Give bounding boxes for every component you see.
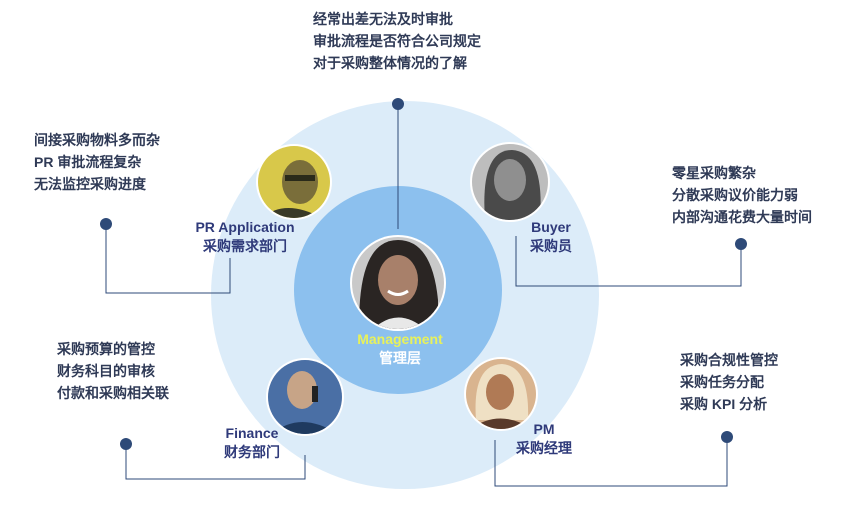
pm-issues: 采购合规性管控 采购任务分配 采购 KPI 分析 — [680, 349, 778, 415]
issue-item: 采购任务分配 — [680, 374, 764, 390]
buyer-issues: 零星采购繁杂 分散采购议价能力弱 内部沟通花费大量时间 — [672, 162, 812, 228]
connector-dot-management — [392, 98, 404, 110]
issue-item: 分散采购议价能力弱 — [672, 187, 798, 203]
management-label-en: Management — [357, 331, 443, 347]
issue-item: PR 审批流程复杂 — [34, 154, 142, 170]
issue-item: 付款和采购相关联 — [57, 385, 169, 401]
connector-dot-pm — [721, 431, 733, 443]
issue-item: 采购 KPI 分析 — [680, 396, 768, 412]
issue-item: 财务科目的审核 — [57, 363, 155, 379]
role-label-en: Buyer — [531, 219, 571, 235]
connector-pm — [494, 437, 728, 487]
pr-issues: 间接采购物料多而杂 PR 审批流程复杂 无法监控采购进度 — [34, 129, 160, 195]
management-avatar — [350, 235, 446, 331]
connector-dot-finance — [120, 438, 132, 450]
connector-dot-buyer — [735, 238, 747, 250]
role-label-en: PM — [533, 421, 555, 437]
buyer-label: Buyer 采购员 — [518, 218, 584, 256]
pm-label: PM 采购经理 — [507, 420, 581, 458]
issue-item: 审批流程是否符合公司规定 — [313, 33, 481, 49]
finance-issues: 采购预算的管控 财务科目的审核 付款和采购相关联 — [57, 338, 169, 404]
issue-item: 经常出差无法及时审批 — [313, 11, 453, 27]
role-label-zh: 采购员 — [530, 238, 572, 254]
role-label-en: Finance — [225, 425, 279, 441]
finance-label: Finance 财务部门 — [214, 424, 290, 462]
issue-item: 零星采购繁杂 — [672, 165, 756, 181]
management-label-zh: 管理层 — [379, 350, 421, 366]
buyer-avatar — [470, 142, 550, 222]
role-label-en: PR Application — [195, 219, 295, 235]
connector-buyer — [515, 236, 742, 287]
pr-application-avatar — [256, 144, 332, 220]
role-label-zh: 财务部门 — [224, 444, 280, 460]
management-label: Management 管理层 — [340, 330, 460, 368]
pr-application-label: PR Application 采购需求部门 — [185, 218, 305, 256]
management-issues: 经常出差无法及时审批 审批流程是否符合公司规定 对于采购整体情况的了解 — [313, 8, 481, 74]
issue-item: 无法监控采购进度 — [34, 176, 146, 192]
connector-pr — [105, 224, 231, 294]
connector-dot-pr — [100, 218, 112, 230]
role-label-zh: 采购需求部门 — [203, 238, 287, 254]
finance-avatar — [266, 358, 344, 436]
issue-item: 采购预算的管控 — [57, 341, 155, 357]
issue-item: 内部沟通花费大量时间 — [672, 209, 812, 225]
issue-item: 对于采购整体情况的了解 — [313, 55, 467, 71]
pm-avatar — [464, 357, 538, 431]
role-label-zh: 采购经理 — [516, 440, 572, 456]
connector-finance — [125, 444, 306, 480]
issue-item: 间接采购物料多而杂 — [34, 132, 160, 148]
issue-item: 采购合规性管控 — [680, 352, 778, 368]
